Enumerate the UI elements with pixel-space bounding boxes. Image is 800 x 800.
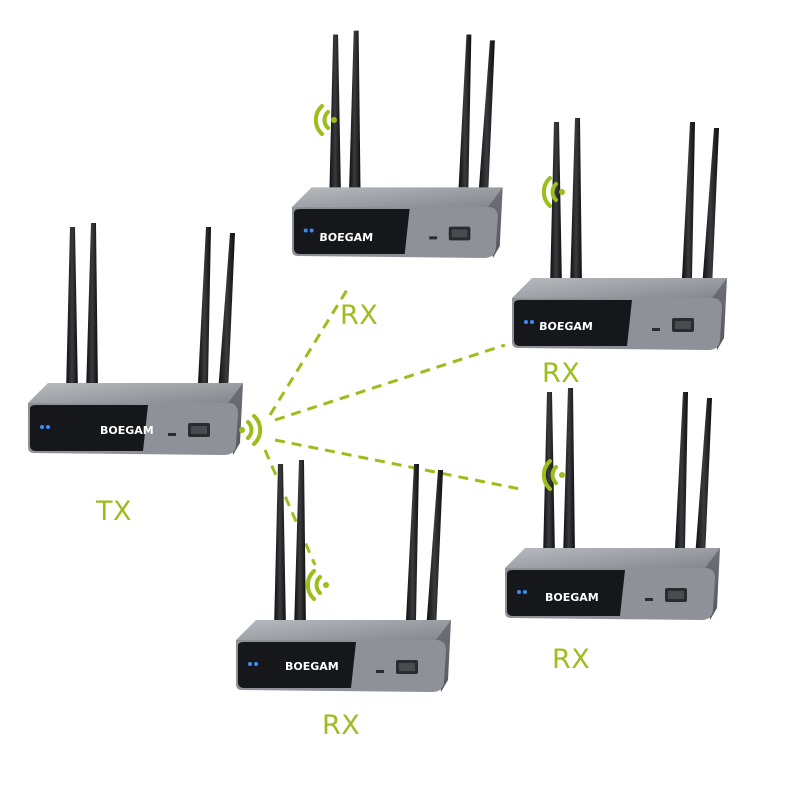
rx-label: RX	[322, 710, 361, 741]
router-device-icon	[505, 388, 720, 620]
wireless-signal-icon	[305, 569, 331, 601]
tx-label: TX	[96, 496, 132, 527]
rx-label: RX	[542, 358, 581, 389]
link-to-rx-1	[268, 284, 352, 416]
device-brand: BOEGAM	[545, 591, 599, 604]
router-device-icon	[28, 223, 243, 455]
device-brand: BOEGAM	[539, 320, 594, 333]
connection-lines	[263, 284, 526, 566]
router-device-icon	[236, 460, 451, 692]
device-brand: BOEGAM	[100, 424, 154, 437]
wireless-signal-icon	[237, 414, 263, 446]
device-brand: BOEGAM	[319, 231, 374, 244]
device-brand: BOEGAM	[285, 660, 339, 673]
link-to-rx-4	[263, 449, 317, 566]
link-to-rx-3	[274, 438, 526, 492]
router-device-icon	[512, 118, 727, 350]
rx-label: RX	[552, 644, 591, 675]
link-to-rx-2	[274, 343, 506, 422]
router-device-icon	[292, 30, 503, 258]
rx-label: RX	[340, 300, 379, 331]
